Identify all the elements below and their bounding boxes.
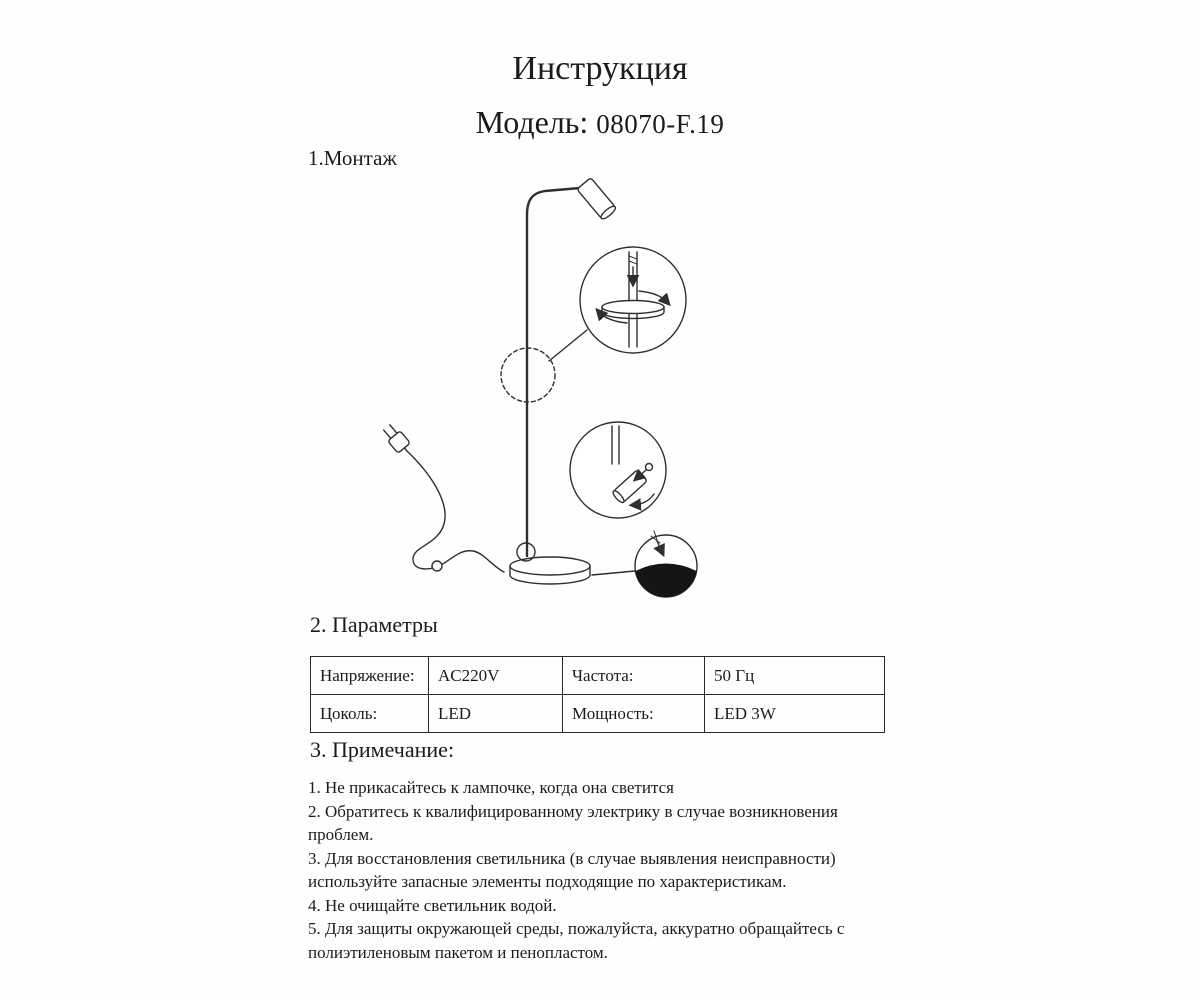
params-table-row: Напряжение: AC220V Частота: 50 Гц [310, 656, 885, 695]
callout-leader-line-top [548, 329, 588, 362]
note-item: 4. Не очищайте светильник водой. [308, 895, 557, 915]
montage-heading: 1.Монтаж [308, 146, 397, 170]
notes-heading: 3. Примечание: [310, 737, 455, 762]
note-item: 5. Для защиты окружающей среды, пожалуйс… [308, 919, 845, 962]
callout-base-detail [634, 530, 698, 598]
floor-lamp-drawing [509, 178, 617, 585]
param-label-frequency: Частота: [562, 656, 705, 695]
model-value: 08070-F.19 [596, 109, 725, 139]
callout-pole-joint-detail [579, 246, 687, 354]
param-label-socket: Цоколь: [310, 694, 429, 733]
param-value-frequency: 50 Гц [704, 656, 885, 695]
cord-switch [431, 560, 443, 572]
note-item: 1. Не прикасайтесь к лампочке, когда она… [308, 778, 674, 797]
param-value-voltage: AC220V [428, 656, 563, 695]
callout-head-joint-detail [569, 421, 667, 519]
callout-leader-line-bottom [591, 570, 636, 576]
pole-detail-dashed-circle [500, 347, 556, 403]
notes-list: 1. Не прикасайтесь к лампочке, когда она… [308, 776, 890, 964]
param-label-power: Мощность: [562, 694, 705, 733]
lamp-assembly-diagram [355, 158, 735, 613]
param-label-voltage: Напряжение: [310, 656, 429, 695]
params-heading: 2. Параметры [310, 612, 438, 637]
model-label: Модель: [475, 104, 589, 140]
params-table: Напряжение: AC220V Частота: 50 Гц Цоколь… [310, 656, 885, 733]
page-title: Инструкция [512, 50, 688, 87]
model-line: Модель: 08070-F.19 [0, 104, 1200, 141]
power-plug [383, 424, 410, 453]
power-cord [400, 443, 505, 573]
param-value-socket: LED [428, 694, 563, 733]
param-value-power: LED 3W [704, 694, 885, 733]
lamp-diagram-svg [383, 178, 698, 598]
note-item: 3. Для восстановления светильника (в слу… [308, 848, 836, 892]
note-item: 2. Обратитесь к квалифицированному элект… [308, 801, 838, 845]
params-table-row: Цоколь: LED Мощность: LED 3W [310, 694, 885, 733]
